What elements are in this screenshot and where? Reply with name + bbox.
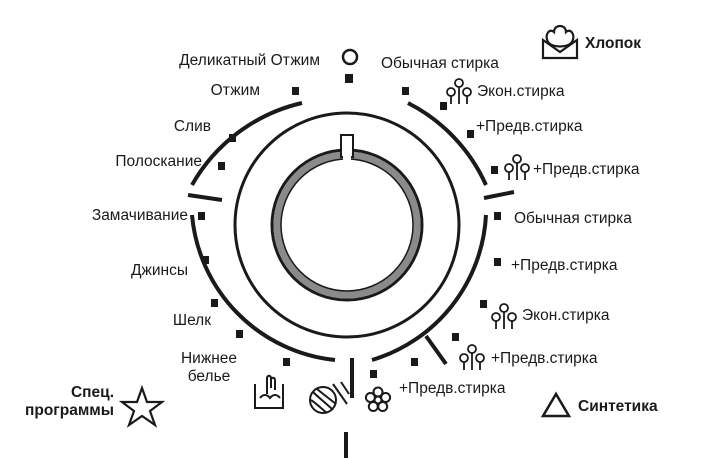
dial-marker [494, 212, 501, 220]
dial-separator-synth [424, 334, 448, 366]
dial-marker [480, 300, 487, 308]
program-soak[interactable]: Замачивание [91, 207, 188, 224]
knob-inner-ring [270, 148, 424, 302]
program-flower-prewash[interactable]: +Предв.стирка [399, 380, 506, 397]
dial-marker [467, 130, 474, 138]
program-drain[interactable]: Слив [173, 118, 211, 135]
wool-icon [309, 381, 350, 414]
dial-marker [440, 102, 447, 110]
category-special-line2: программы [24, 402, 114, 419]
dial-marker [236, 330, 243, 338]
program-spin[interactable]: Отжим [210, 82, 260, 99]
handwash-icon [254, 374, 284, 409]
program-synth-prewash[interactable]: +Предв.стирка [511, 257, 618, 274]
dial-position-markers [198, 74, 501, 378]
program-delicate-spin[interactable]: Деликатный Отжим [179, 52, 320, 69]
dial-marker [491, 166, 498, 174]
program-synth-eco-prewash[interactable]: +Предв.стирка [491, 350, 598, 367]
dial-marker [211, 299, 218, 307]
dial-marker [202, 256, 209, 264]
category-synthetics: Синтетика [578, 398, 658, 415]
dial-separator-right [483, 190, 515, 200]
program-cotton-normal[interactable]: Обычная стирка [381, 55, 499, 72]
knob-outer-ring[interactable] [233, 111, 461, 339]
dial-arc-bottom-right [371, 214, 488, 362]
cotton-icon [541, 24, 579, 60]
flower-icon [364, 386, 392, 412]
eco-icon [491, 303, 517, 329]
dial-marker [452, 333, 459, 341]
dial-marker [218, 162, 225, 170]
program-silk[interactable]: Шелк [172, 312, 211, 329]
knob-inner-line [280, 158, 414, 292]
dial-marker [198, 212, 205, 220]
category-special: Спец. программы [0, 384, 114, 420]
dial-arc-top-right [407, 101, 488, 186]
dial-arc-top-left [190, 101, 303, 186]
dial-marker [229, 134, 236, 142]
program-cotton-prewash[interactable]: +Предв.стирка [476, 118, 583, 135]
dial-marker [292, 87, 299, 95]
program-jeans[interactable]: Джинсы [131, 262, 188, 279]
dial-arc-bottom-left [190, 214, 336, 362]
program-cotton-eco[interactable]: Экон.стирка [477, 83, 565, 100]
eco-icon [504, 154, 530, 180]
dial-marker [345, 74, 353, 83]
program-synth-eco[interactable]: Экон.стирка [522, 307, 610, 324]
dial-marker [411, 358, 418, 366]
dial-marker [370, 370, 377, 378]
special-programs-star-icon [118, 384, 166, 428]
program-underwear[interactable]: Нижнее белье [180, 350, 238, 385]
dial-marker [402, 87, 409, 95]
dial-marker [283, 358, 290, 366]
eco-icon [446, 78, 472, 104]
synthetics-icon [540, 391, 572, 418]
category-special-line1: Спец. [70, 384, 114, 401]
dial-separator-left [187, 193, 223, 202]
program-synth-normal[interactable]: Обычная стирка [514, 210, 632, 227]
category-cotton: Хлопок [585, 35, 642, 52]
program-rinse[interactable]: Полоскание [115, 153, 202, 170]
dial-marker [494, 258, 501, 266]
eco-icon [459, 344, 485, 370]
knob-grey-ring [273, 151, 421, 299]
program-cotton-eco-prewash[interactable]: +Предв.стирка [533, 161, 640, 178]
off-position-icon[interactable] [341, 48, 359, 66]
